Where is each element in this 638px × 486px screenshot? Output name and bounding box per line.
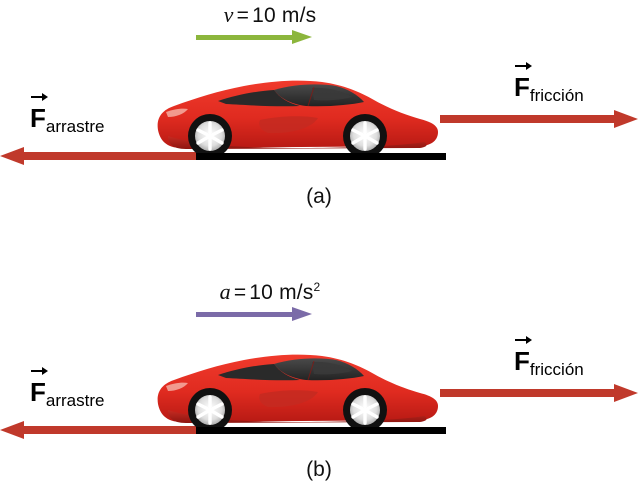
car-rear-wheel [343,114,387,158]
velocity-arrow-head [292,30,312,44]
car-side-scoop [259,116,318,134]
acceleration-symbol: a [219,279,231,304]
friction-arrow-shaft [440,115,616,123]
acceleration-arrow [196,307,312,321]
drag-force-arrow [0,147,198,165]
friction-force-arrow [440,110,638,128]
drag-force-symbol: F [30,103,46,133]
velocity-label: v=10 m/s [170,2,370,28]
vector-arrow-icon [31,366,48,376]
velocity-arrow-shaft [196,35,294,40]
friction-arrow-head [614,110,638,128]
velocity-equals-sign: = [236,4,250,27]
acceleration-exponent: 2 [313,280,321,294]
drag-force-subscript: arrastre [45,391,105,410]
friction-arrow-shaft [440,389,616,397]
friction-force-symbol: F [514,72,530,102]
friction-force-subscript: fricción [529,86,584,105]
drag-arrow-shaft [22,152,198,160]
drag-arrow-shaft [22,426,198,434]
drag-force-symbol: F [30,377,46,407]
drag-force-arrow [0,421,198,439]
car-side-scoop [259,390,318,408]
vector-arrow-icon [515,61,532,71]
car-rear-wheel [343,388,387,432]
panel-caption-b: (b) [306,458,332,481]
velocity-symbol: v [223,2,234,27]
road-surface [196,427,446,434]
friction-force-subscript: fricción [529,360,584,379]
vector-arrow-icon [31,92,48,102]
acceleration-arrow-shaft [196,312,294,317]
car-front-wheel [188,388,232,432]
panel-caption-a: (a) [306,185,332,208]
car-headlight [166,108,188,117]
acceleration-value: 10 m/s [249,281,314,304]
car-rear-glass [312,87,352,101]
friction-force-arrow [440,384,638,402]
drag-arrow-head [0,147,24,165]
friction-arrow-head [614,384,638,402]
car-front-wheel [188,114,232,158]
red-sports-car [152,70,442,160]
acceleration-label: a=10 m/s2 [170,279,370,305]
drag-force-subscript: arrastre [45,117,105,136]
car-roof-panel [218,364,300,381]
velocity-arrow [196,30,312,44]
friction-force-symbol: F [514,346,530,376]
car-roof-panel [218,90,300,107]
drag-arrow-head [0,421,24,439]
velocity-value: 10 m/s [252,4,317,27]
car-headlight [166,382,188,391]
vector-arrow-icon [515,335,532,345]
acceleration-arrow-head [292,307,312,321]
road-surface [196,153,446,160]
acceleration-equals-sign: = [233,281,247,304]
red-sports-car [152,344,442,434]
car-rear-glass [312,361,352,375]
